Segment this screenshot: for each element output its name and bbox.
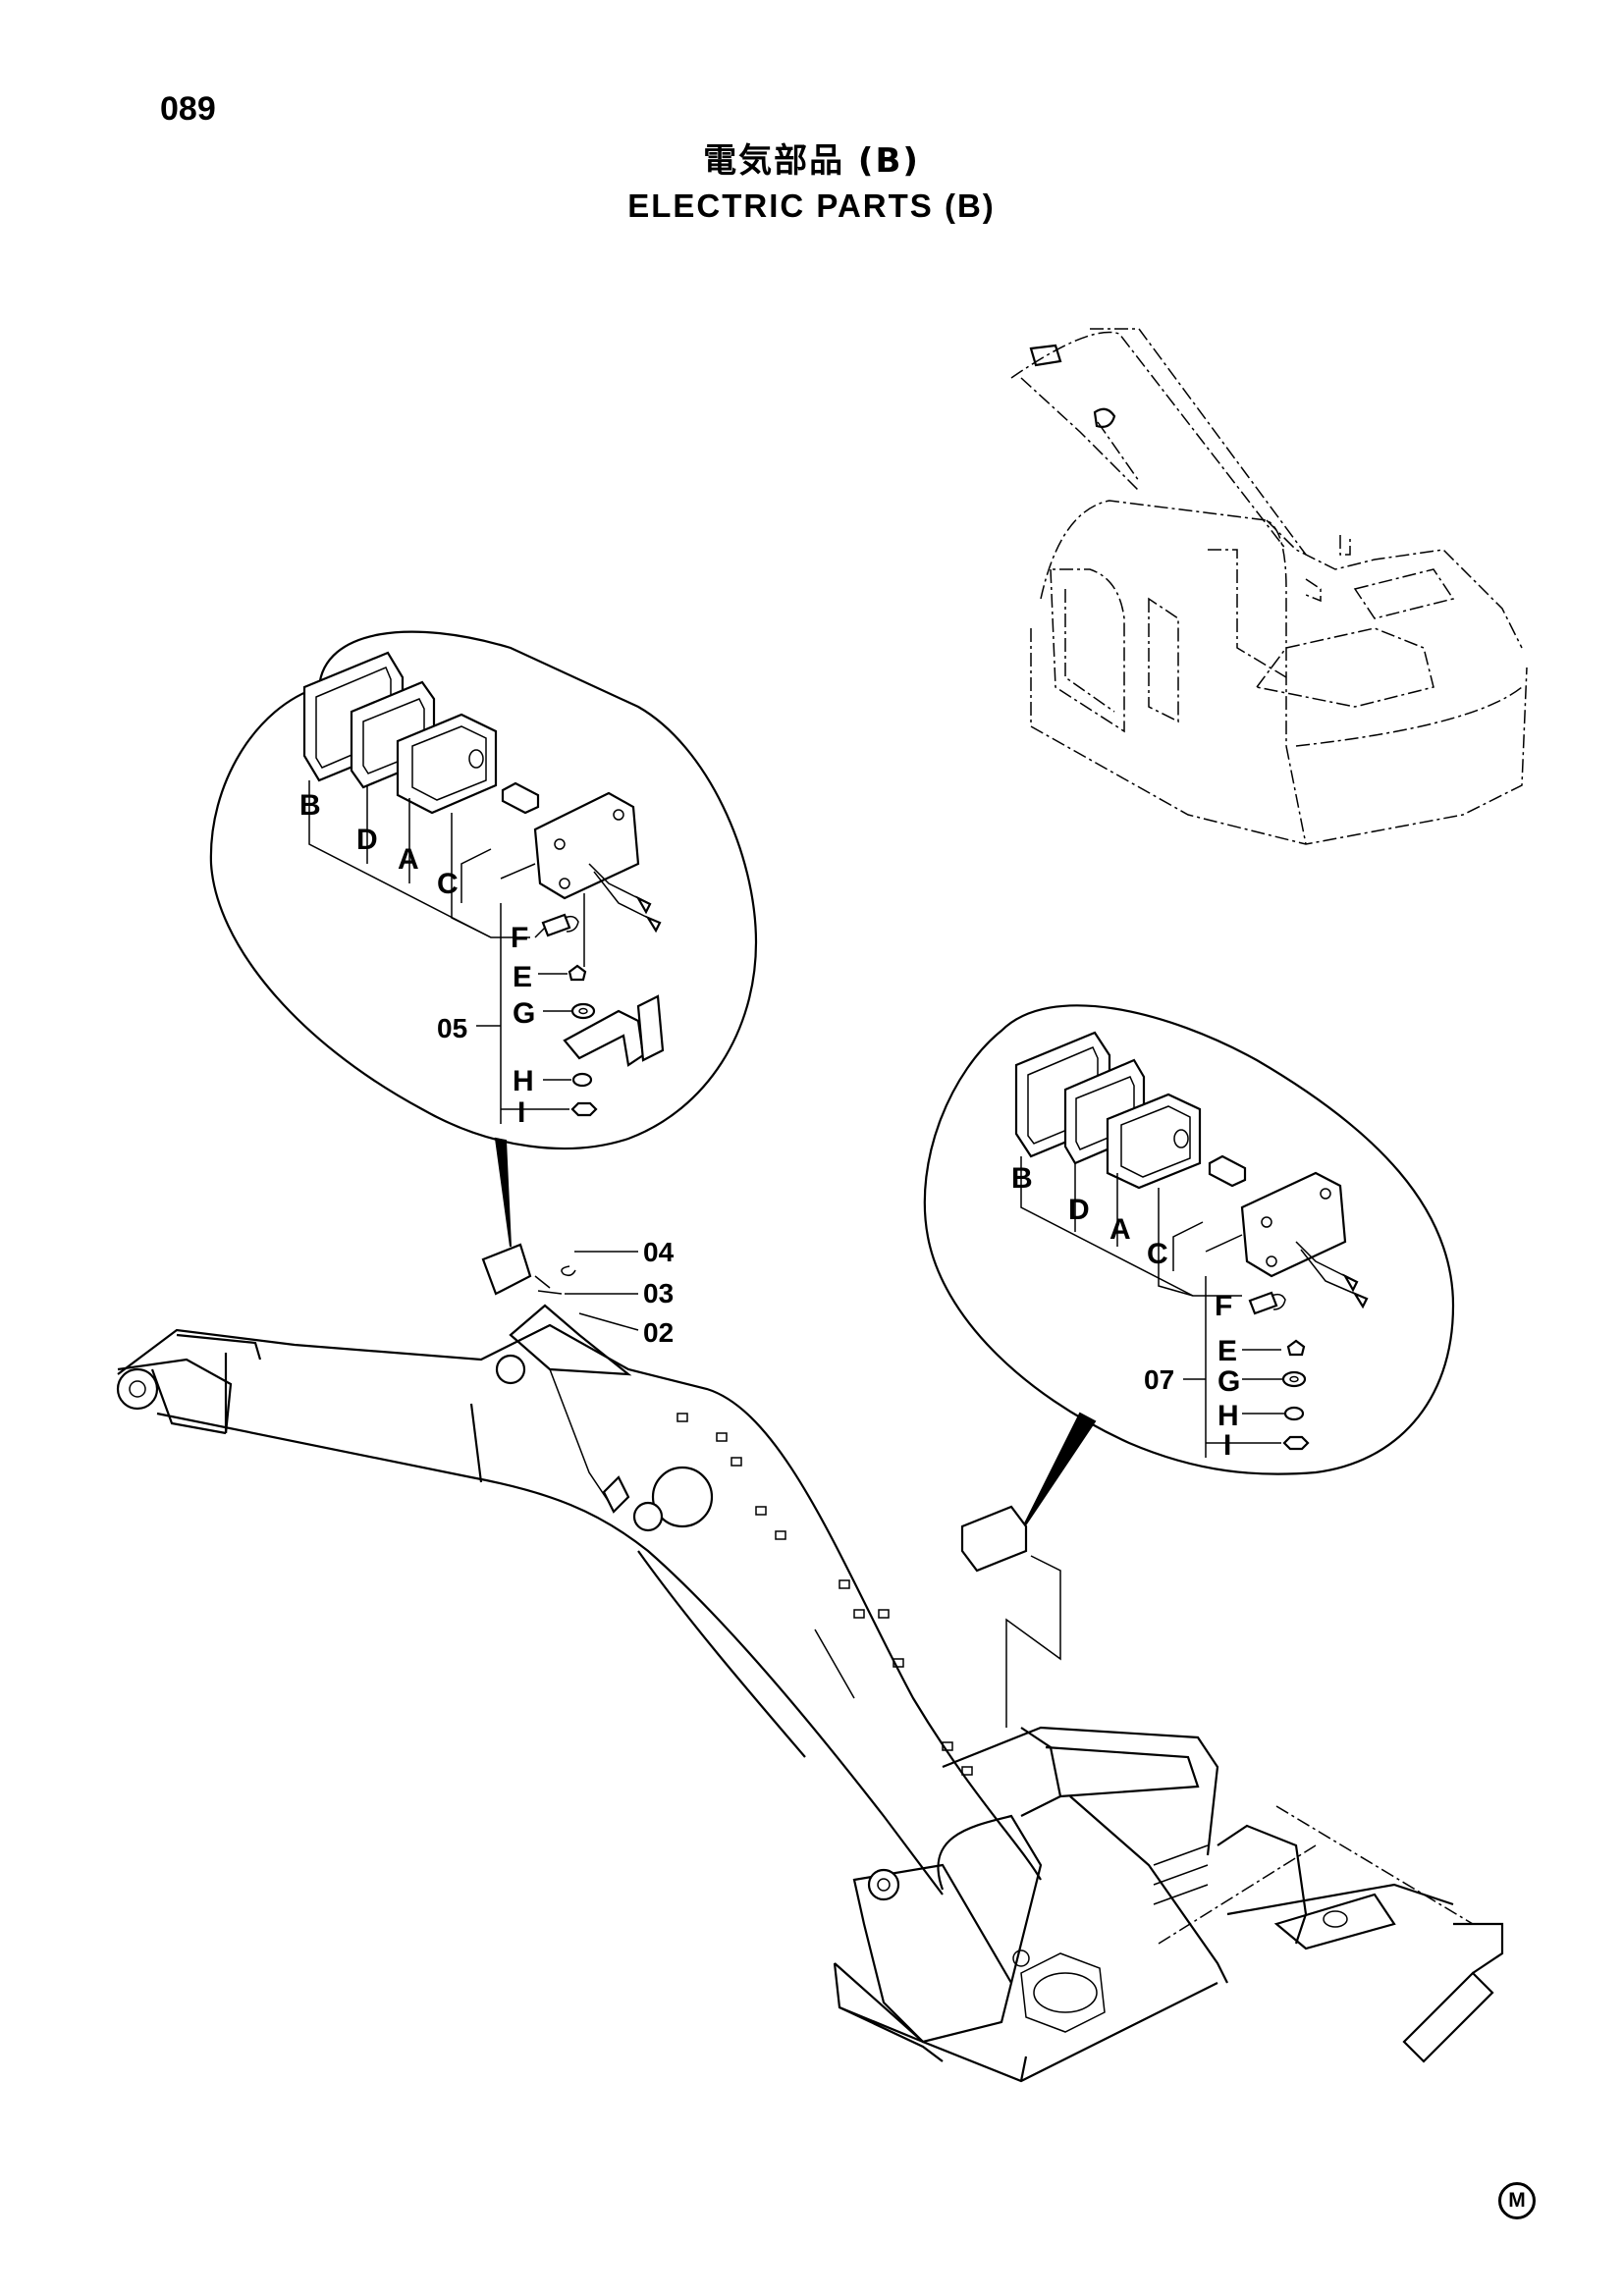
boom-assembly: 04 03 02 — [116, 1237, 1504, 2083]
boom-part-02: 02 — [643, 1317, 674, 1348]
callout-left: B D A C F E G H I 05 — [209, 630, 758, 1248]
callout-right-letter-i: I — [1223, 1429, 1231, 1462]
callout-right-letter-f: F — [1215, 1290, 1232, 1322]
boom-plates — [676, 1413, 973, 1776]
title-english: ELECTRIC PARTS (B) — [627, 187, 996, 224]
lens-icon — [396, 713, 498, 815]
counterweight-plate-left — [1273, 1893, 1396, 1950]
callout-right: B D A C F E G H I 07 — [923, 1004, 1455, 1532]
callout-right-letter-c: C — [1147, 1238, 1168, 1270]
boom-light-icon — [481, 1243, 532, 1296]
spring-washer-icon — [571, 1072, 593, 1088]
callout-left-part-number: 05 — [437, 1013, 467, 1043]
callout-right-letter-b: B — [1011, 1162, 1033, 1195]
callout-left-letter-c: C — [437, 868, 459, 900]
boom-part-04: 04 — [643, 1237, 675, 1267]
boom-part-03: 03 — [643, 1278, 674, 1308]
nut-icon — [570, 1101, 598, 1117]
callout-right-part-number: 07 — [1144, 1364, 1174, 1395]
callout-left-letter-a: A — [398, 843, 419, 876]
bracket-icon — [563, 1009, 645, 1067]
callout-right-letter-a: A — [1109, 1213, 1131, 1246]
callout-right-letter-d: D — [1068, 1194, 1090, 1226]
lamp-housing-icon — [533, 791, 640, 900]
counterweight-plate-right — [1402, 1971, 1494, 2063]
callout-left-letter-i: I — [517, 1096, 525, 1129]
lock-washer-icon — [568, 964, 587, 982]
callout-right-letter-e: E — [1217, 1335, 1237, 1367]
footer-mark: M — [1498, 2182, 1536, 2219]
screw-icon — [541, 913, 571, 937]
callout-left-letter-b: B — [299, 789, 321, 822]
page-number: 089 — [160, 90, 216, 128]
callout-left-letter-e: E — [513, 961, 532, 993]
washer-icon — [570, 1002, 596, 1020]
callout-left-letter-h: H — [513, 1065, 534, 1097]
excavator-overview — [1010, 328, 1528, 845]
title-japanese: 電気部品 (B) — [703, 141, 920, 181]
overview-boom-light-icon — [1093, 407, 1116, 428]
callout-right-letter-h: H — [1217, 1400, 1239, 1432]
callout-left-letter-f: F — [511, 922, 528, 954]
overview-work-light-icon — [1029, 344, 1062, 367]
bulb-icon — [501, 781, 540, 815]
callout-left-letter-d: D — [356, 824, 378, 856]
callout-left-letter-g: G — [513, 997, 535, 1030]
title-block: 電気部品 (B) ELECTRIC PARTS (B) — [0, 137, 1623, 228]
callout-right-letter-g: G — [1217, 1365, 1240, 1398]
